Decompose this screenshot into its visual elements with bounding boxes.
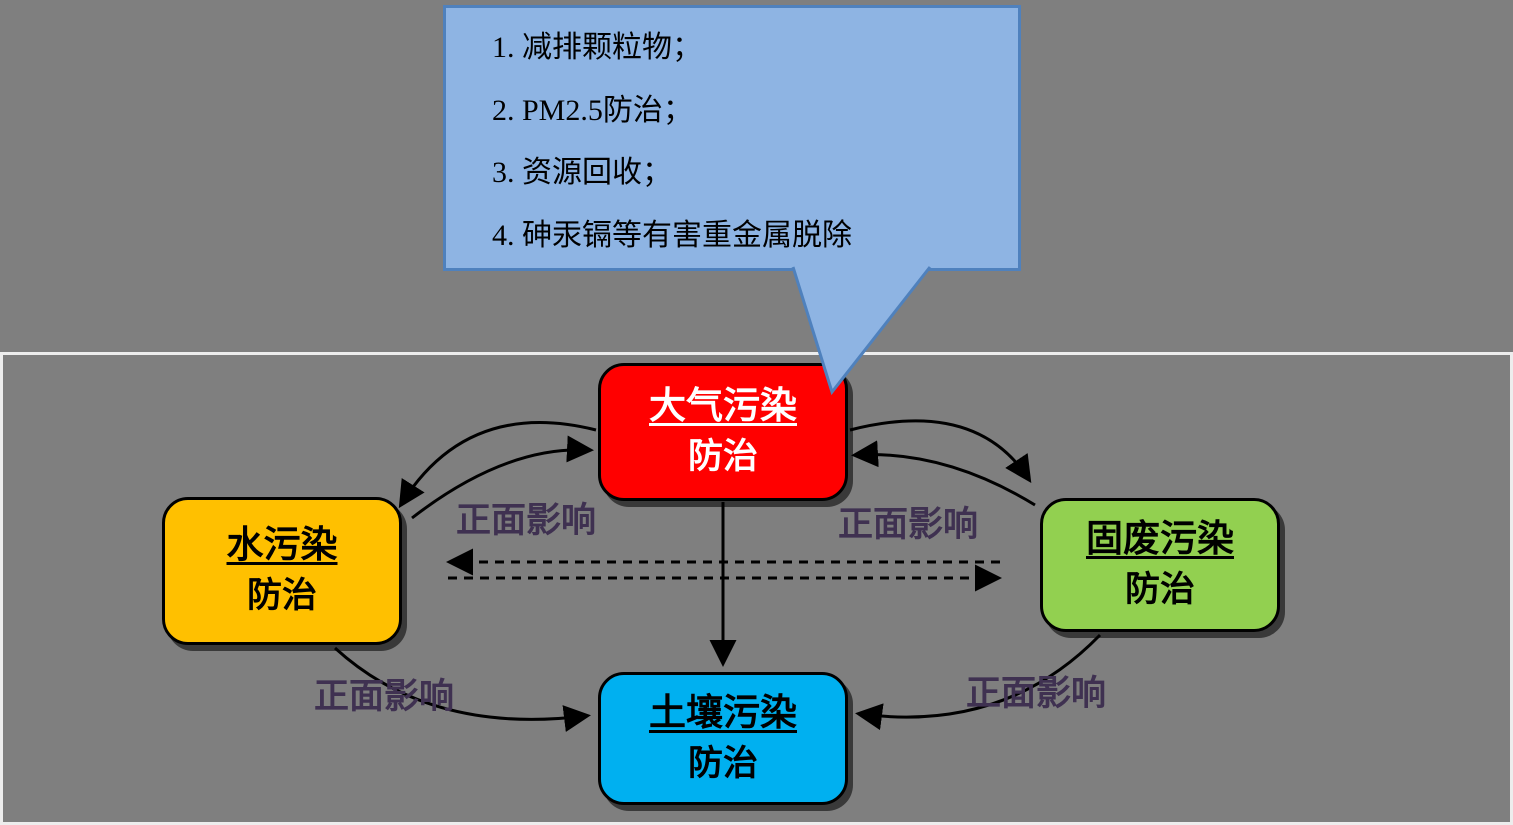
- callout-box: 1. 减排颗粒物； 2. PM2.5防治； 3. 资源回收； 4. 砷汞镉等有害…: [443, 5, 1021, 271]
- node-air-title: 大气污染: [649, 386, 797, 428]
- node-soil-subtitle: 防治: [687, 743, 758, 783]
- node-water-pollution: 水污染 防治: [162, 497, 402, 645]
- callout-line-4: 4. 砷汞镉等有害重金属脱除: [492, 218, 852, 252]
- arrow-air-to-water: [398, 421, 597, 509]
- edge-label-positive-bottom-right: 正面影响: [966, 674, 1107, 713]
- callout-line-1: 1. 减排颗粒物；: [492, 31, 702, 64]
- node-soil-title: 土壤污染: [649, 692, 797, 734]
- edge-label-positive-left: 正面影响: [456, 501, 597, 540]
- edge-label-positive-right: 正面影响: [838, 505, 979, 544]
- arrow-air-to-solid: [849, 419, 1032, 483]
- arrow-solid-to-soil: [855, 633, 1102, 731]
- callout-line-3: 3. 资源回收；: [492, 156, 672, 189]
- arrow-solid-to-air: [851, 440, 1036, 507]
- diagram-frame: [0, 352, 1513, 825]
- node-soil-pollution: 土壤污染 防治: [598, 672, 848, 805]
- node-air-subtitle: 防治: [687, 437, 758, 477]
- arrow-water-to-air: [411, 435, 594, 520]
- node-air-pollution: 大气污染 防治: [598, 363, 848, 501]
- node-water-title: 水污染: [226, 525, 338, 567]
- node-solid-title: 固废污染: [1086, 519, 1234, 561]
- edge-label-positive-bottom-left: 正面影响: [314, 677, 455, 716]
- node-solid-subtitle: 防治: [1124, 570, 1195, 610]
- arrow-water-to-soil: [333, 646, 591, 732]
- node-water-subtitle: 防治: [246, 576, 317, 616]
- node-solid-waste-pollution: 固废污染 防治: [1040, 498, 1280, 632]
- callout-line-2: 2. PM2.5防治；: [492, 93, 693, 127]
